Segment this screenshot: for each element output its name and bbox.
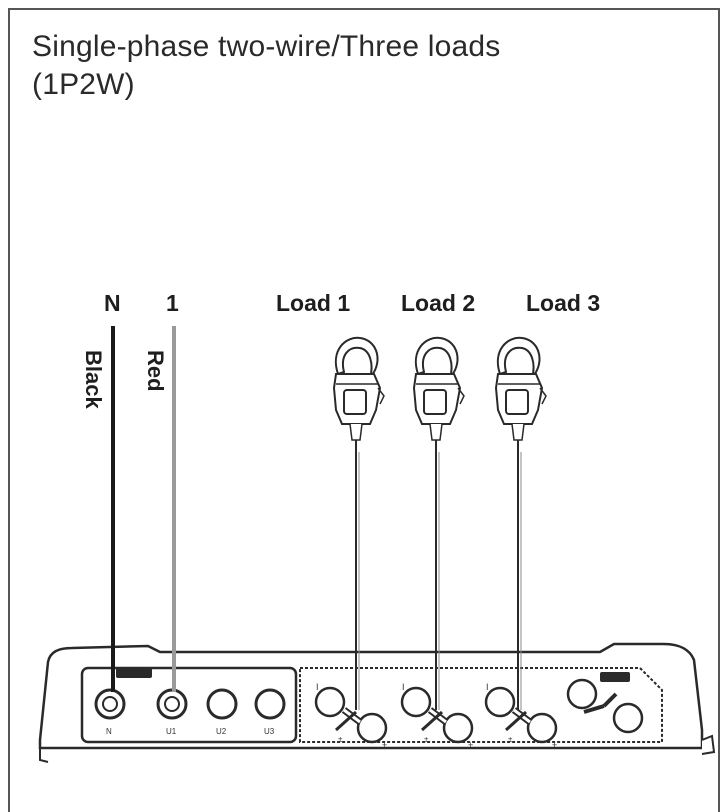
clamp-sensor-icon [333,336,385,453]
clamp-sensor-icon [413,336,465,453]
diagram-title: Single-phase two-wire/Three loads (1P2W) [32,28,692,104]
title-line-2: (1P2W) [32,68,135,101]
load-3-label: Load 3 [526,290,601,316]
svg-text:U1: U1 [166,727,177,736]
load-1-label: Load 1 [276,290,351,316]
terminal-1-label: 1 [166,290,179,316]
terminal-n-label: N [104,290,121,316]
svg-text:U2: U2 [216,727,227,736]
title-line-1: Single-phase two-wire/Three loads [32,30,501,63]
load-2-label: Load 2 [401,290,476,316]
clamp-sensor-icon [495,336,547,453]
voltage-terminal-icon [94,688,286,720]
svg-text:U3: U3 [264,727,275,736]
voltage-terminal-panel [80,666,298,744]
svg-text:N: N [106,727,112,736]
